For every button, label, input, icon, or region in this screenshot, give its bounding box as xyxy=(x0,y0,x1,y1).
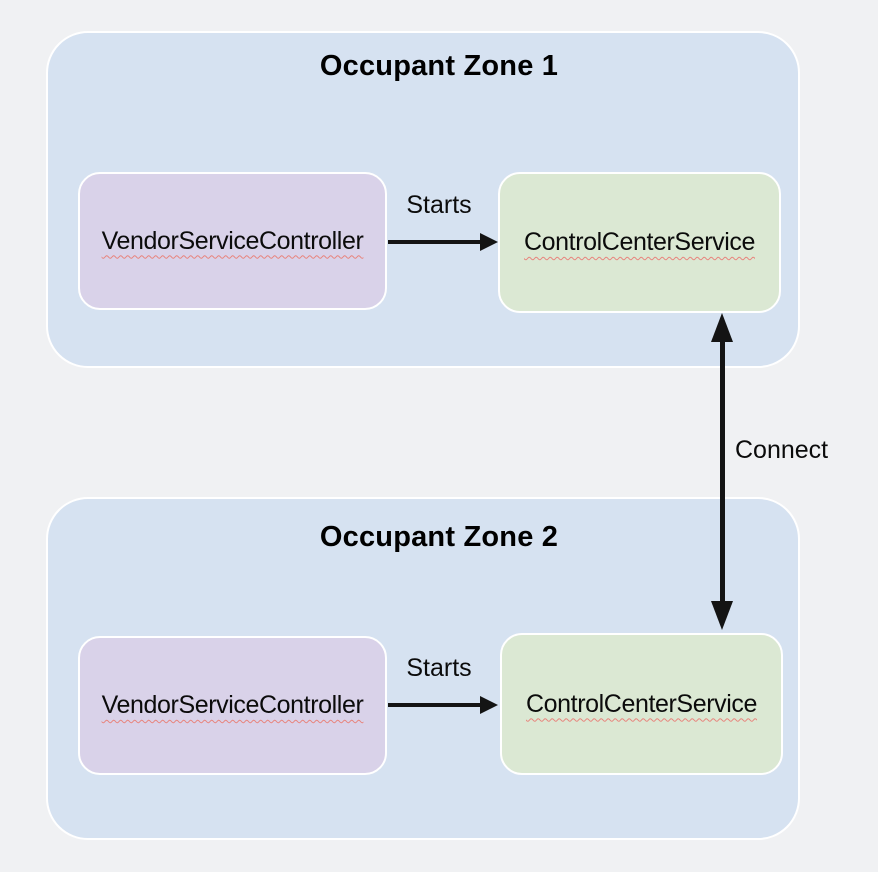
arrow-head-down-icon xyxy=(711,601,733,630)
vendor-service-controller-label: VendorServiceController xyxy=(101,691,364,719)
control-center-service-label: ControlCenterService xyxy=(524,228,755,256)
control-center-service-node-zone2: ControlCenterService xyxy=(500,633,783,775)
arrow-head-up-icon xyxy=(711,313,733,342)
arrow-head-right-icon-zone1 xyxy=(480,233,498,251)
starts-arrow-line-zone1 xyxy=(388,240,481,244)
starts-arrow-line-zone2 xyxy=(388,703,481,707)
occupant-zone-2-title: Occupant Zone 2 xyxy=(319,521,559,553)
arrow-head-right-icon-zone2 xyxy=(480,696,498,714)
connect-arrow-label: Connect xyxy=(735,436,829,464)
control-center-service-label: ControlCenterService xyxy=(526,689,757,718)
control-center-service-node-zone1: ControlCenterService xyxy=(498,172,781,313)
vendor-service-controller-node-zone2: VendorServiceController xyxy=(78,636,387,775)
connect-arrow-line xyxy=(720,338,725,606)
starts-arrow-label-zone2: Starts xyxy=(406,654,472,682)
occupant-zone-1-title: Occupant Zone 1 xyxy=(319,50,559,82)
vendor-service-controller-label: VendorServiceController xyxy=(101,226,364,255)
starts-arrow-label-zone1: Starts xyxy=(406,191,472,219)
vendor-service-controller-node-zone1: VendorServiceController xyxy=(78,172,387,310)
